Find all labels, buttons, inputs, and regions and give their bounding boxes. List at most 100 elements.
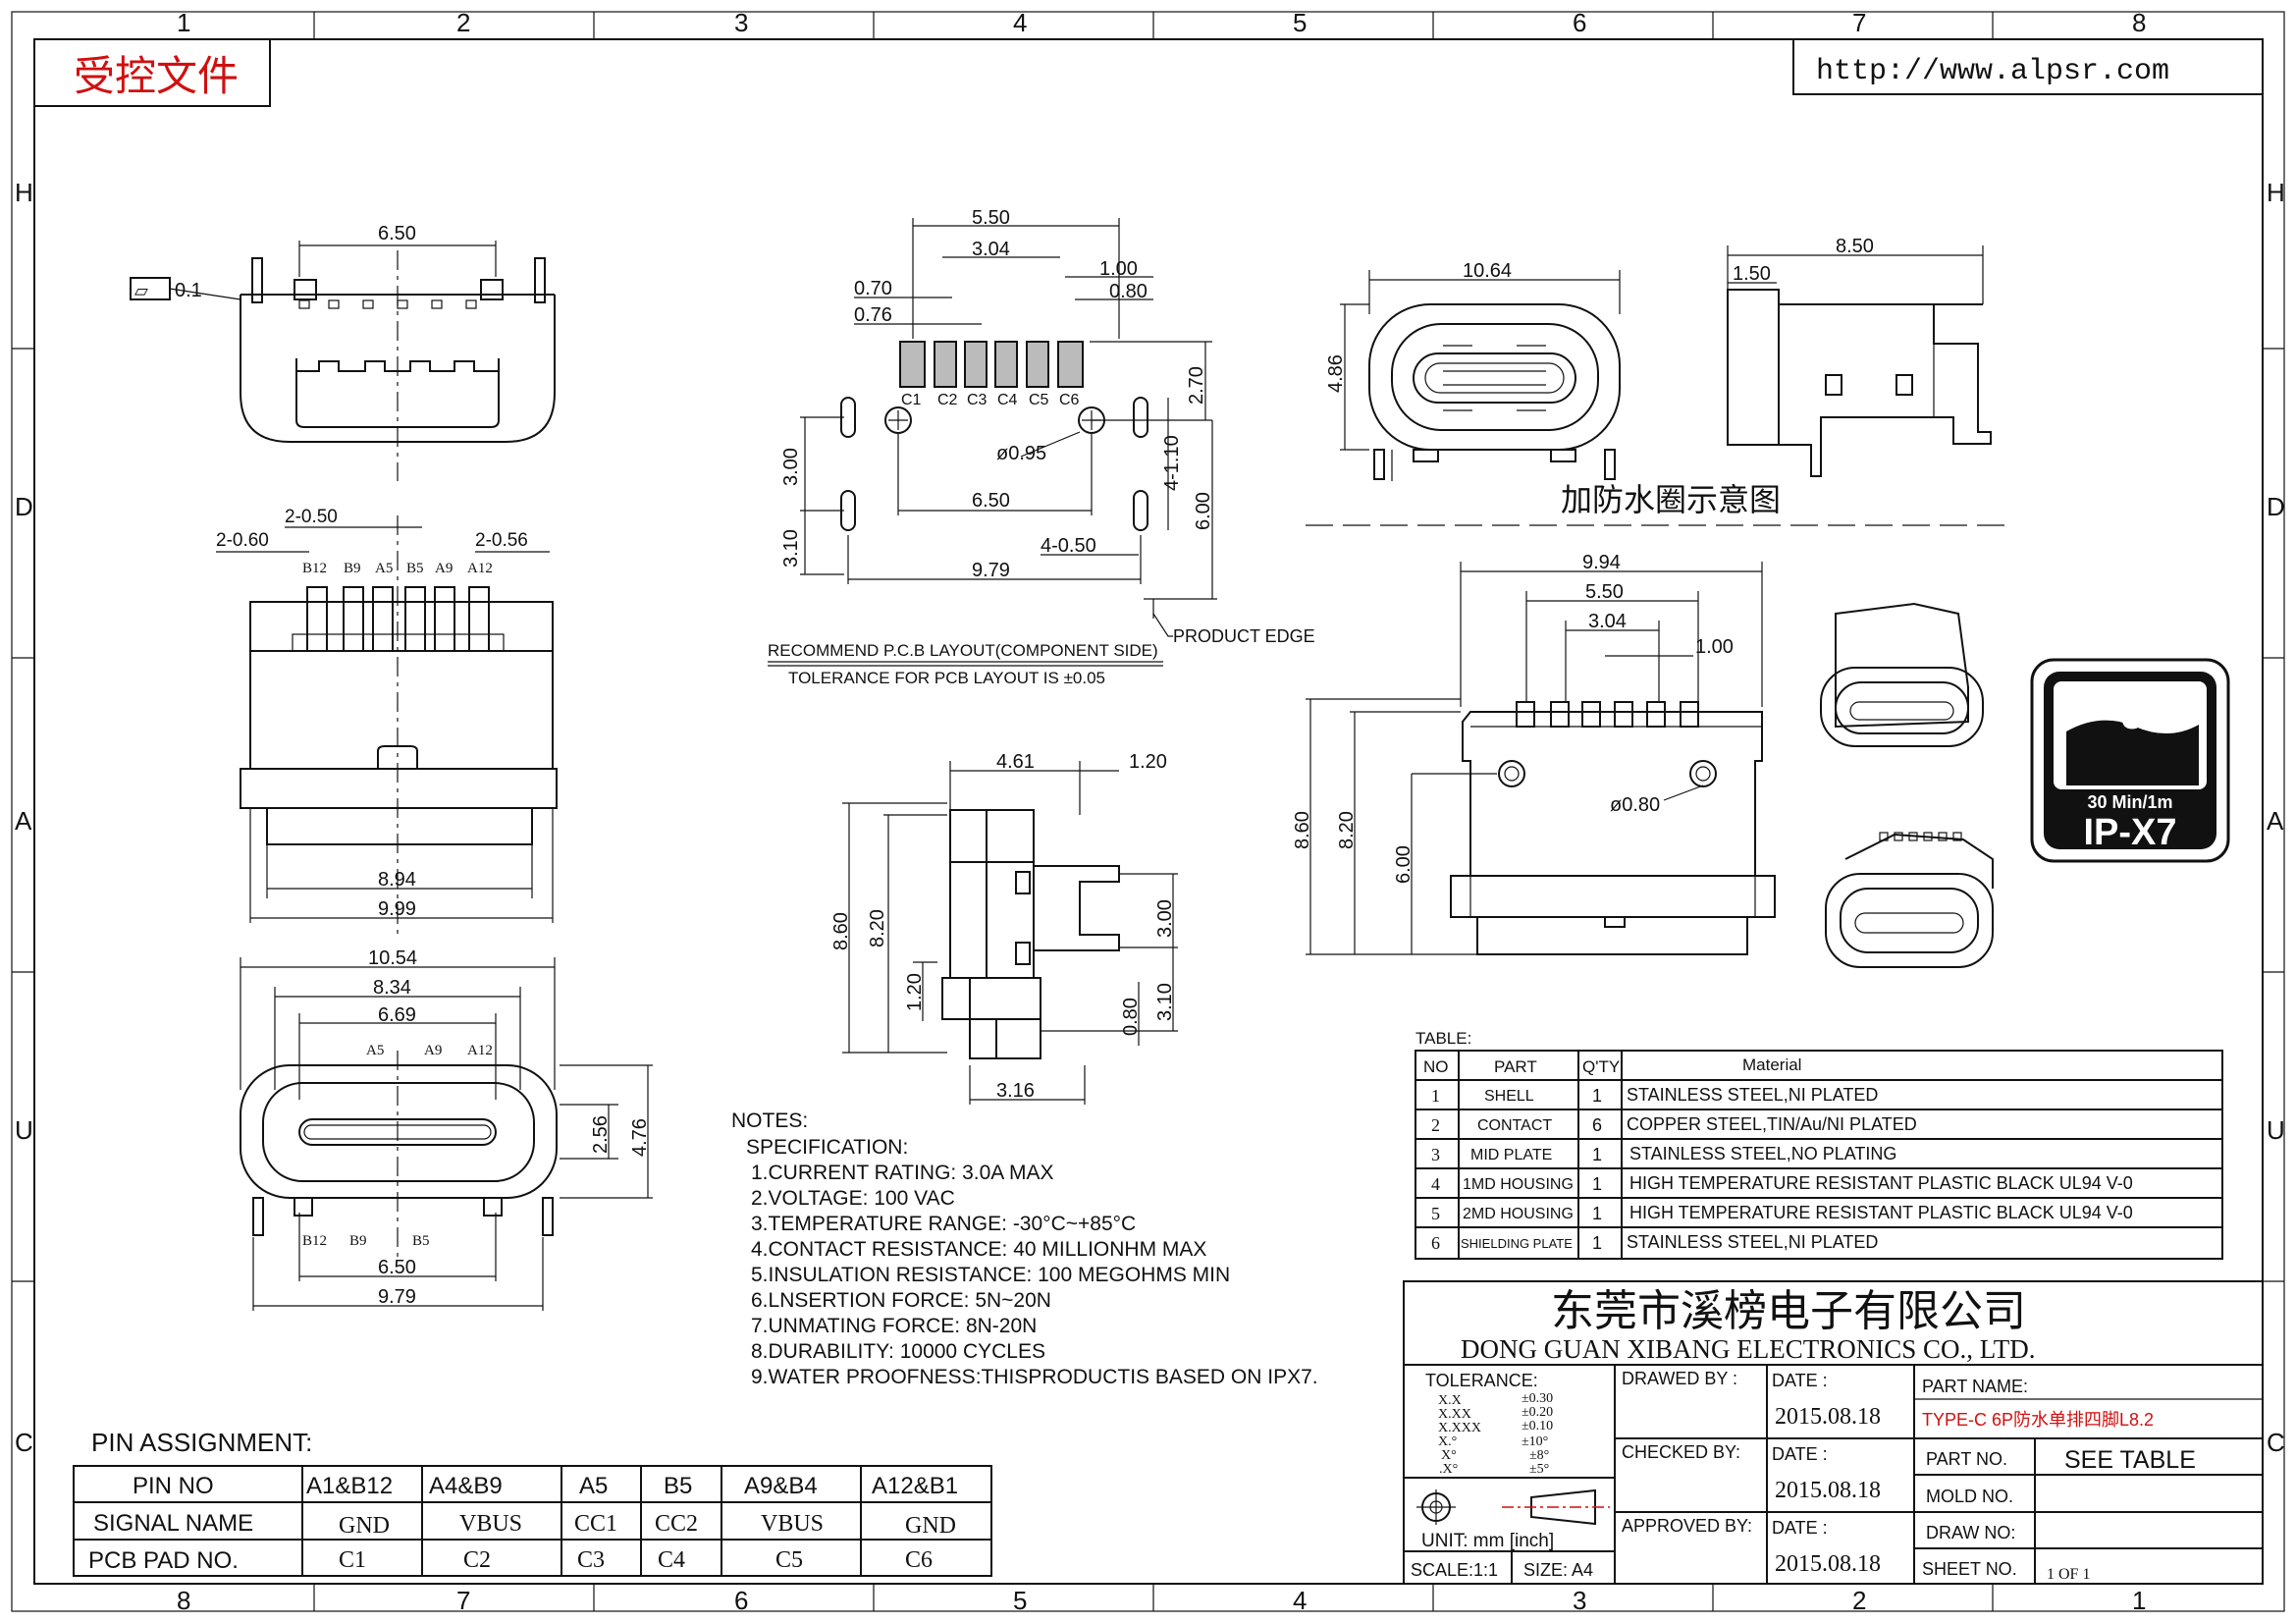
- dim-pcb: 3.10: [780, 529, 802, 568]
- dim-side: 8.60: [830, 912, 852, 950]
- table-cell: STAINLESS STEEL,NI PLATED: [1627, 1085, 1878, 1105]
- ip-rating: IP-X7: [2083, 812, 2176, 853]
- table-label: TABLE:: [1415, 1029, 1471, 1048]
- hole-dia: ø0.80: [1610, 794, 1660, 816]
- table-header: NO: [1423, 1057, 1449, 1076]
- dim-pcb: 3.00: [780, 448, 802, 486]
- table-cell: COPPER STEEL,TIN/Au/NI PLATED: [1627, 1114, 1917, 1134]
- pin-label: B5: [412, 1233, 430, 1249]
- dim-shell-h: 4.76: [629, 1118, 651, 1157]
- col-label: 1: [2132, 1586, 2146, 1615]
- dim-seal: 8.50: [1836, 236, 1874, 257]
- row-header: SIGNAL NAME: [93, 1510, 253, 1537]
- date-value: 2015.08.18: [1775, 1404, 1881, 1430]
- table-cell: 1: [1592, 1233, 1602, 1253]
- row-header: PCB PAD NO.: [88, 1547, 239, 1574]
- table-cell: HIGH TEMPERATURE RESISTANT PLASTIC BLACK…: [1629, 1173, 2133, 1193]
- notes-subtitle: SPECIFICATION:: [746, 1136, 908, 1159]
- pin-label: B12: [302, 1233, 327, 1249]
- iso-sketches: [1820, 602, 1994, 968]
- scale-label: SCALE:1:1: [1411, 1560, 1498, 1580]
- part-no: SEE TABLE: [2064, 1446, 2196, 1474]
- pad-cell: C6: [905, 1547, 933, 1573]
- tol-val: ±0.30: [1522, 1391, 1553, 1406]
- sheet-no-label: SHEET NO.: [1922, 1559, 2017, 1579]
- tol-val: ±0.10: [1522, 1419, 1553, 1434]
- part-name-label: PART NAME:: [1922, 1377, 2028, 1396]
- pin-label: A9: [435, 561, 453, 576]
- table-cell: CONTACT: [1477, 1117, 1552, 1134]
- dim-pcb: 2.70: [1186, 366, 1207, 405]
- view-pin-front: 2-0.50 2-0.60 2-0.56 B12 B9 A5 B5 A9 A12…: [216, 507, 558, 938]
- row-label: D: [15, 492, 33, 521]
- row-label: A: [2267, 806, 2284, 836]
- frame-labels: 1 2 3 4 5 6 7 8 8 7 6 5 4 3 2 1 H D A U …: [15, 8, 2285, 1615]
- dim-pcb: 0.76: [854, 304, 892, 326]
- table-cell: 5: [1431, 1204, 1440, 1223]
- table-cell: 1: [1592, 1145, 1602, 1164]
- col-label: 3: [734, 8, 748, 37]
- dim-side: 3.00: [1154, 899, 1176, 938]
- frame-ticks: [12, 12, 2284, 1611]
- table-header: PART: [1494, 1057, 1537, 1076]
- checked-by-label: CHECKED BY:: [1622, 1442, 1740, 1462]
- table-cell: STAINLESS STEEL,NO PLATING: [1629, 1144, 1896, 1163]
- pin-assignment-title: PIN ASSIGNMENT:: [91, 1428, 312, 1457]
- table-cell: 6: [1592, 1115, 1602, 1135]
- row-label: C: [2267, 1428, 2285, 1457]
- stamp-box: [33, 38, 271, 107]
- flatness-value: 0.1: [175, 280, 202, 301]
- date-label: DATE :: [1772, 1444, 1828, 1464]
- dim-pcb: 0.70: [854, 278, 892, 299]
- col-label: 4: [1013, 8, 1027, 37]
- pin-label: B9: [349, 1233, 367, 1249]
- pad-label: C6: [1059, 392, 1080, 408]
- table-cell: 1: [1431, 1086, 1440, 1106]
- col-label: 2: [1852, 1586, 1866, 1615]
- dim-seal: 10.64: [1463, 260, 1512, 282]
- pad-cell: C4: [658, 1547, 685, 1573]
- url-box: [1792, 38, 2264, 95]
- product-edge-label: PRODUCT EDGE: [1173, 626, 1315, 646]
- pcb-layout-title: RECOMMEND P.C.B LAYOUT(COMPONENT SIDE): [768, 641, 1158, 660]
- pin-label: B12: [302, 561, 327, 576]
- dim-pcb: 3.04: [972, 239, 1010, 260]
- tol-key: X.XXX: [1438, 1421, 1481, 1435]
- dim-port-h: 2.56: [590, 1115, 612, 1154]
- tol-val: ±10°: [1522, 1434, 1548, 1449]
- signal-cell: CC2: [655, 1511, 698, 1537]
- notes-title: NOTES:: [731, 1109, 808, 1132]
- table-cell: HIGH TEMPERATURE RESISTANT PLASTIC BLACK…: [1629, 1203, 2133, 1222]
- dim-inner: 6.69: [378, 1004, 416, 1026]
- dim-pcb: 6.00: [1193, 492, 1214, 530]
- row-header: PIN NO: [133, 1473, 214, 1499]
- signal-cell: VBUS: [459, 1511, 522, 1537]
- part-no-label: PART NO.: [1926, 1449, 2007, 1469]
- col-label: 8: [177, 1586, 190, 1615]
- tol-key: X.°: [1438, 1434, 1457, 1449]
- pin-label: A5: [375, 561, 393, 576]
- note-item: 8.DURABILITY: 10000 CYCLES: [751, 1340, 1045, 1363]
- col-label: 5: [1293, 8, 1307, 37]
- dim-side: 3.16: [996, 1080, 1035, 1102]
- view-pcb-layout: 5.50 3.04 1.00 0.80 0.70 0.76 C1 C2 C3 C…: [768, 207, 1315, 687]
- ip-duration: 30 Min/1m: [2087, 792, 2172, 812]
- dim-shell: 10.54: [368, 947, 417, 969]
- draw-no-label: DRAW NO:: [1926, 1523, 2015, 1542]
- note-item: 9.WATER PROOFNESS:THISPRODUCTIS BASED ON…: [751, 1366, 1318, 1388]
- col-label: 3: [1573, 1586, 1586, 1615]
- table-cell: 1MD HOUSING: [1463, 1176, 1574, 1193]
- dim-seal: 1.50: [1733, 263, 1771, 285]
- note-item: 7.UNMATING FORCE: 8N-20N: [751, 1315, 1037, 1337]
- dim-pcb: 4-0.50: [1041, 535, 1096, 557]
- hole-dia: ø0.95: [996, 443, 1046, 464]
- controlled-doc-stamp: 受控文件: [74, 54, 239, 100]
- note-item: 5.INSULATION RESISTANCE: 100 MEGOHMS MIN: [751, 1264, 1230, 1286]
- view-bottom-front: 10.54 8.34 6.69 A5 A9 A12 B12 B9 B5 6.50…: [240, 947, 653, 1311]
- pad-cell: C2: [463, 1547, 491, 1573]
- tol-val: ±0.20: [1522, 1405, 1553, 1420]
- tol-key: X.X: [1438, 1393, 1462, 1408]
- website-url[interactable]: http://www.alpsr.com: [1816, 55, 2169, 88]
- dim-side: 1.20: [1129, 751, 1167, 773]
